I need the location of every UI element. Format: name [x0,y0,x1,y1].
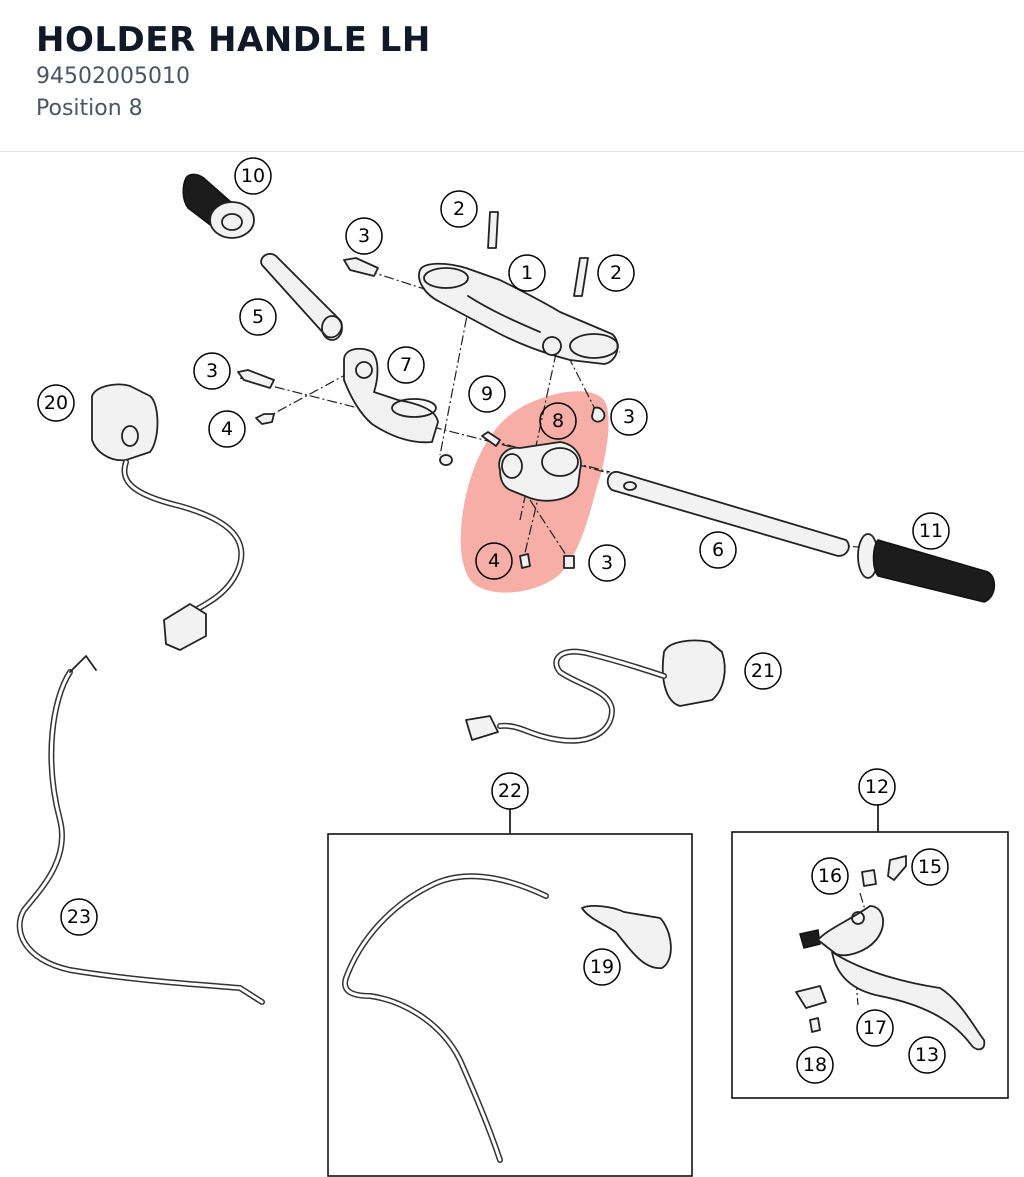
part-handlebar [606,471,850,557]
part-handle-holder-lh[interactable] [498,406,606,569]
svg-text:12: 12 [865,776,889,798]
svg-text:13: 13 [915,1044,939,1066]
part-lower-clamp [343,347,439,444]
callout-12[interactable]: 12 [858,768,896,806]
svg-text:19: 19 [590,956,614,978]
svg-text:4: 4 [488,550,500,572]
svg-text:3: 3 [601,552,613,574]
svg-text:22: 22 [498,780,522,802]
callout-16[interactable]: 16 [811,857,849,895]
callout-2a[interactable]: 2 [440,190,478,228]
part-screws-left [237,369,275,425]
svg-text:3: 3 [358,225,370,247]
callout-7[interactable]: 7 [387,346,425,384]
svg-text:23: 23 [67,906,91,928]
callout-1[interactable]: 1 [508,254,546,292]
callout-3c[interactable]: 3 [610,398,648,436]
svg-text:3: 3 [206,360,218,382]
part-9 [439,431,501,466]
callout-3b[interactable]: 3 [193,352,231,390]
part-hand-guard [581,905,672,969]
svg-text:7: 7 [400,354,412,376]
callout-21[interactable]: 21 [744,652,782,690]
svg-text:11: 11 [919,520,943,542]
svg-text:15: 15 [918,856,942,878]
svg-text:18: 18 [803,1054,827,1076]
svg-text:17: 17 [863,1017,887,1039]
part-screws-15-16 [861,855,907,887]
callout-11[interactable]: 11 [912,512,950,550]
callout-3a[interactable]: 3 [345,217,383,255]
svg-text:2: 2 [453,198,465,220]
callout-15[interactable]: 15 [911,848,949,886]
svg-text:2: 2 [610,262,622,284]
part-screw-3-top [343,257,379,277]
part-top-clamp [418,262,619,365]
callout-20[interactable]: 20 [37,384,75,422]
part-left-grip [182,173,255,239]
position-label: Position 8 [36,96,143,121]
svg-text:4: 4 [221,418,233,440]
callout-18[interactable]: 18 [796,1046,834,1084]
callout-9[interactable]: 9 [468,375,506,413]
callout-4a[interactable]: 4 [208,410,246,448]
part-cable-23 [16,655,265,1005]
part-screws-2 [487,211,589,297]
callout-2b[interactable]: 2 [597,254,635,292]
page-title: HOLDER HANDLE LH [36,20,431,60]
callout-8[interactable]: 8 [539,402,577,440]
part-switch-18 [795,985,827,1033]
part-right-grip [857,533,996,603]
svg-text:6: 6 [712,539,724,561]
callout-13[interactable]: 13 [908,1036,946,1074]
callout-22[interactable]: 22 [491,772,529,810]
svg-text:8: 8 [552,410,564,432]
box-12 [731,831,1009,1099]
callout-17[interactable]: 17 [856,1009,894,1047]
part-left-switch [91,383,245,651]
leader-lines [239,264,871,1006]
svg-text:10: 10 [241,165,265,187]
box-22 [327,833,693,1177]
callout-23[interactable]: 23 [60,898,98,936]
part-right-switch [465,639,726,744]
callout-10[interactable]: 10 [234,157,272,195]
callout-6[interactable]: 6 [699,531,737,569]
callout-3d[interactable]: 3 [588,544,626,582]
svg-text:21: 21 [751,660,775,682]
part-throttle-tube [260,253,343,341]
svg-text:9: 9 [481,383,493,405]
part-number: 94502005010 [36,64,190,89]
callout-5[interactable]: 5 [239,298,277,336]
page-header: HOLDER HANDLE LH 94502005010 Position 8 [0,0,1024,152]
part-clutch-lever [799,905,986,1051]
part-cable-22 [342,873,549,1163]
svg-text:5: 5 [252,306,264,328]
svg-text:1: 1 [521,262,533,284]
callout-19[interactable]: 19 [583,948,621,986]
svg-text:3: 3 [623,406,635,428]
callout-4b[interactable]: 4 [475,542,513,580]
svg-text:16: 16 [818,865,842,887]
svg-text:20: 20 [44,392,68,414]
